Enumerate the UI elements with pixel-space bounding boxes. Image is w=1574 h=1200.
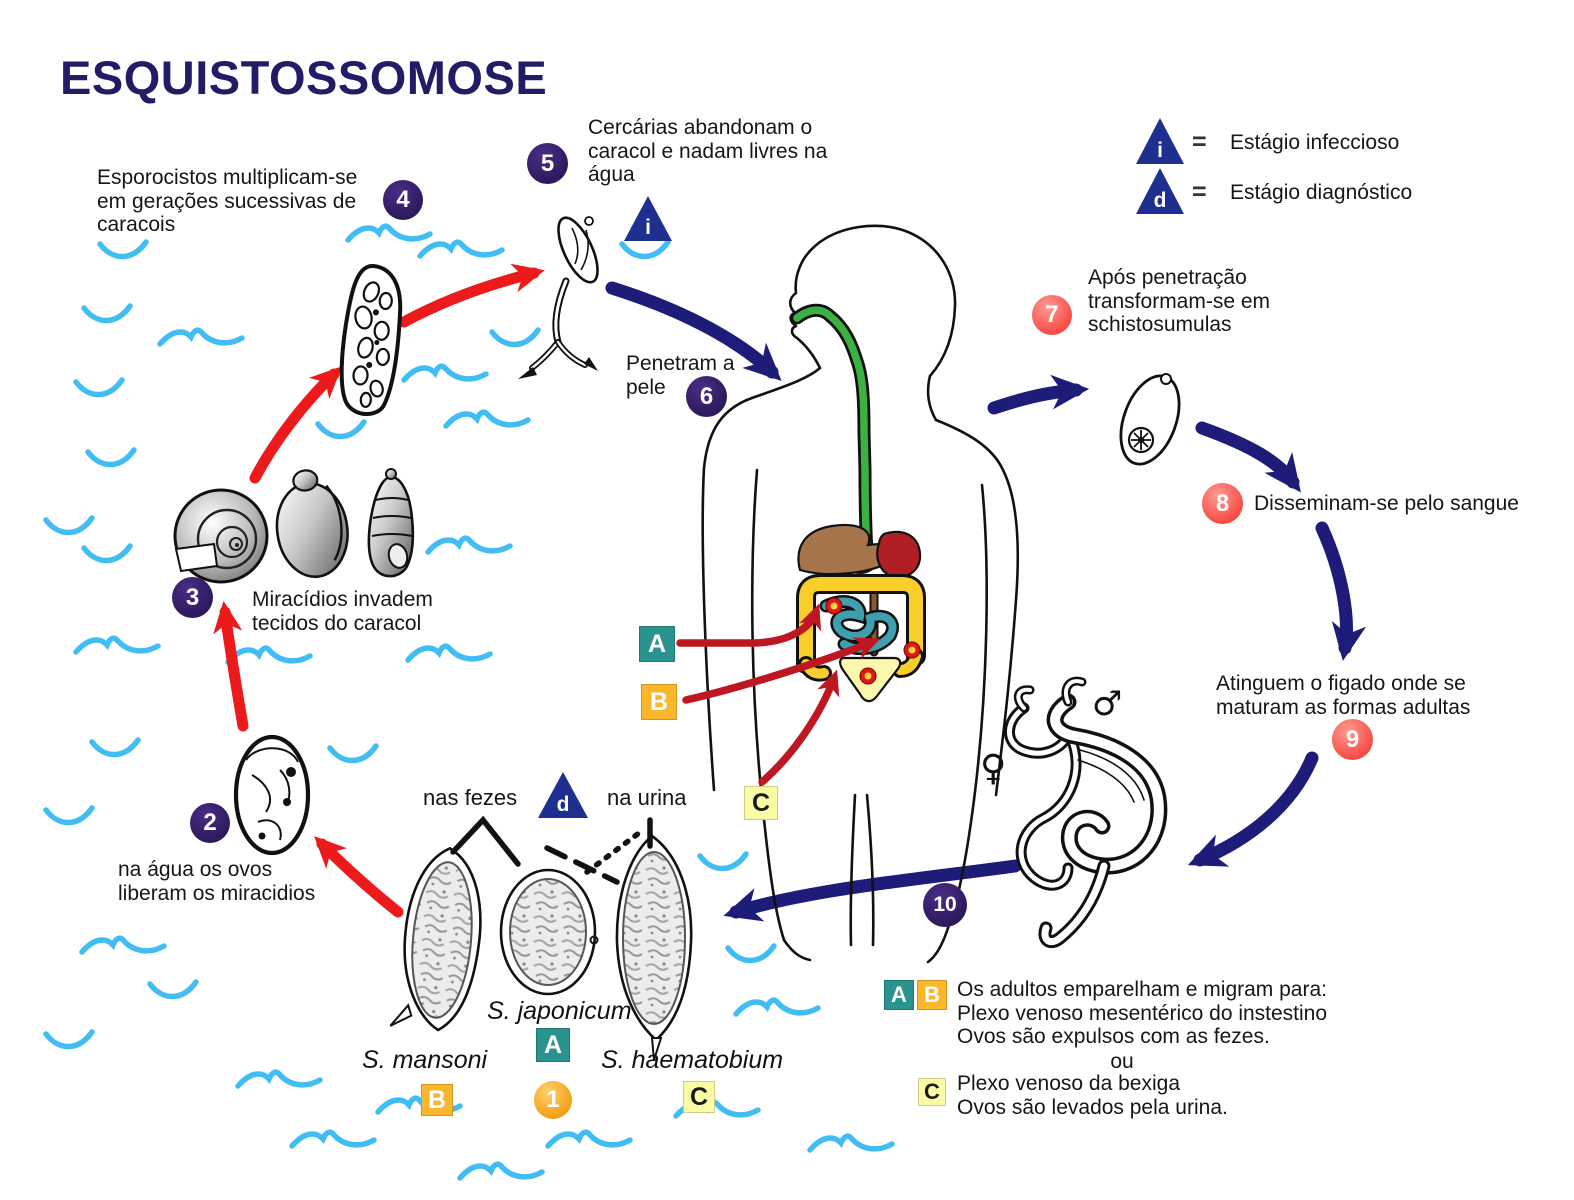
sporocyst-drawing bbox=[339, 264, 403, 417]
organ-pointer-arrows bbox=[676, 603, 881, 786]
female-symbol: ♀ bbox=[980, 748, 1007, 789]
marker-b-note: B bbox=[917, 980, 947, 1010]
step10-badge: 10 bbox=[923, 883, 967, 927]
marker-c-eggs: C bbox=[683, 1081, 715, 1113]
snails-drawing bbox=[173, 468, 415, 584]
page-title: ESQUISTOSSOMOSE bbox=[60, 51, 548, 104]
marker-a-body: A bbox=[639, 626, 675, 662]
cercaria-drawing bbox=[518, 216, 599, 379]
worm-location-dots bbox=[825, 597, 921, 685]
schistosomula-drawing bbox=[1119, 373, 1181, 466]
marker-c-body: C bbox=[744, 786, 778, 820]
species-mansoni-label: S. mansoni bbox=[362, 1046, 488, 1074]
miracidium-drawing bbox=[233, 734, 311, 856]
adult-note-para2: Plexo venoso da bexiga Ovos são levados … bbox=[957, 1072, 1228, 1119]
marker-b-body: B bbox=[641, 684, 677, 720]
step3-badge: 3 bbox=[172, 577, 213, 618]
step5-badge: 5 bbox=[527, 143, 568, 184]
infectious-stage-symbol: i bbox=[1157, 139, 1163, 162]
legend-equals-2: = bbox=[1192, 178, 1207, 206]
eggs-diagnostic-symbol: d bbox=[556, 793, 570, 816]
marker-b-eggs: B bbox=[421, 1084, 453, 1116]
adult-worms-drawing bbox=[1004, 676, 1168, 949]
step1-badge: 1 bbox=[534, 1081, 572, 1119]
legend-equals-1: = bbox=[1192, 128, 1207, 156]
red-cycle-arrows bbox=[213, 263, 545, 918]
species-japonicum-label: S. japonicum bbox=[487, 997, 632, 1025]
step3-text: Miracídios invadem tecidos do caracol bbox=[252, 588, 433, 635]
step2-text: na água os ovos liberam os miracidios bbox=[118, 858, 316, 905]
step4-badge: 4 bbox=[383, 180, 423, 220]
legend-infectious-label: Estágio infeccioso bbox=[1230, 131, 1400, 154]
marker-a-eggs: A bbox=[536, 1028, 570, 1062]
species-haematobium-label: S. haematobium bbox=[601, 1046, 784, 1074]
step5-text: Cercárias abandonam o caracol e nadam li… bbox=[588, 116, 828, 187]
step2-badge: 2 bbox=[190, 803, 230, 843]
diagnostic-stage-symbol: d bbox=[1153, 189, 1167, 212]
step8-text: Disseminam-se pelo sangue bbox=[1254, 492, 1519, 515]
legend-diagnostic-label: Estágio diagnóstico bbox=[1230, 181, 1413, 204]
step6-badge: 6 bbox=[686, 376, 727, 417]
marker-a-note: A bbox=[884, 980, 914, 1010]
step7-text: Após penetração transformam-se em schist… bbox=[1088, 266, 1271, 337]
cercaria-infectious-symbol: i bbox=[645, 216, 651, 239]
step7-badge: 7 bbox=[1032, 295, 1072, 335]
male-symbol: ♂ bbox=[1092, 684, 1123, 724]
adult-note-or: ou bbox=[1110, 1050, 1134, 1073]
step9-text: Atinguem o figado onde se maturam as for… bbox=[1216, 672, 1471, 719]
route-feces-label: nas fezes bbox=[423, 785, 518, 810]
digestive-organs bbox=[790, 303, 926, 703]
marker-c-note: C bbox=[918, 1078, 946, 1106]
step9-badge: 9 bbox=[1332, 719, 1373, 760]
adult-note-para1: Os adultos emparelham e migram para: Ple… bbox=[957, 978, 1328, 1049]
egg-drawings bbox=[389, 834, 693, 1061]
navy-cycle-arrows bbox=[605, 281, 1367, 922]
egg-pointer-lines bbox=[450, 815, 653, 885]
step4-text: Esporocistos multiplicam-se em gerações … bbox=[97, 166, 358, 237]
step8-badge: 8 bbox=[1202, 483, 1243, 524]
step6-text: Penetram a pele bbox=[626, 352, 735, 399]
route-urine-label: na urina bbox=[607, 785, 687, 810]
